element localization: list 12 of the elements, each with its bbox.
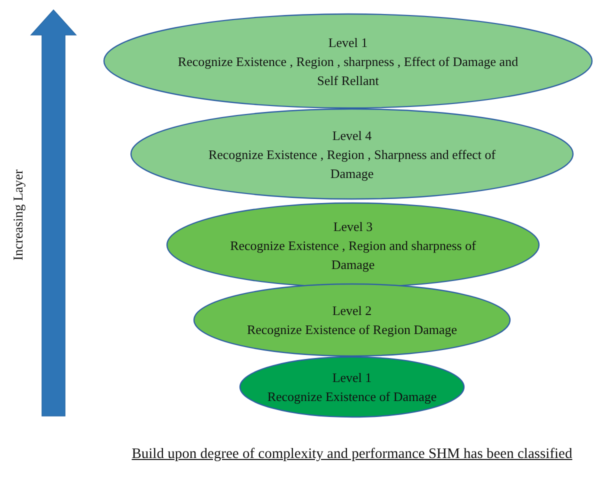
level-heading: Level 1	[328, 34, 368, 52]
level-heading: Level 1	[332, 369, 372, 387]
axis-label: Increasing Layer	[10, 169, 26, 261]
level-description: Recognize Existence , Region , sharpness , Effect of Damage and Self Rellant	[176, 52, 520, 90]
level-description: Recognize Existence , Region , Sharpness and effect of Damage	[207, 146, 497, 182]
level-heading: Level 4	[332, 126, 372, 144]
caption: Build upon degree of complexity and performance SHM has been classified	[130, 445, 574, 464]
level-description: Recognize Existence of Region Damage	[246, 321, 458, 339]
level-description: Recognize Existence of Damage	[267, 388, 437, 406]
level-heading: Level 3	[333, 218, 373, 236]
level-heading: Level 2	[332, 302, 372, 320]
level-description: Recognize Existence , Region and sharpness of Damage	[229, 236, 477, 274]
